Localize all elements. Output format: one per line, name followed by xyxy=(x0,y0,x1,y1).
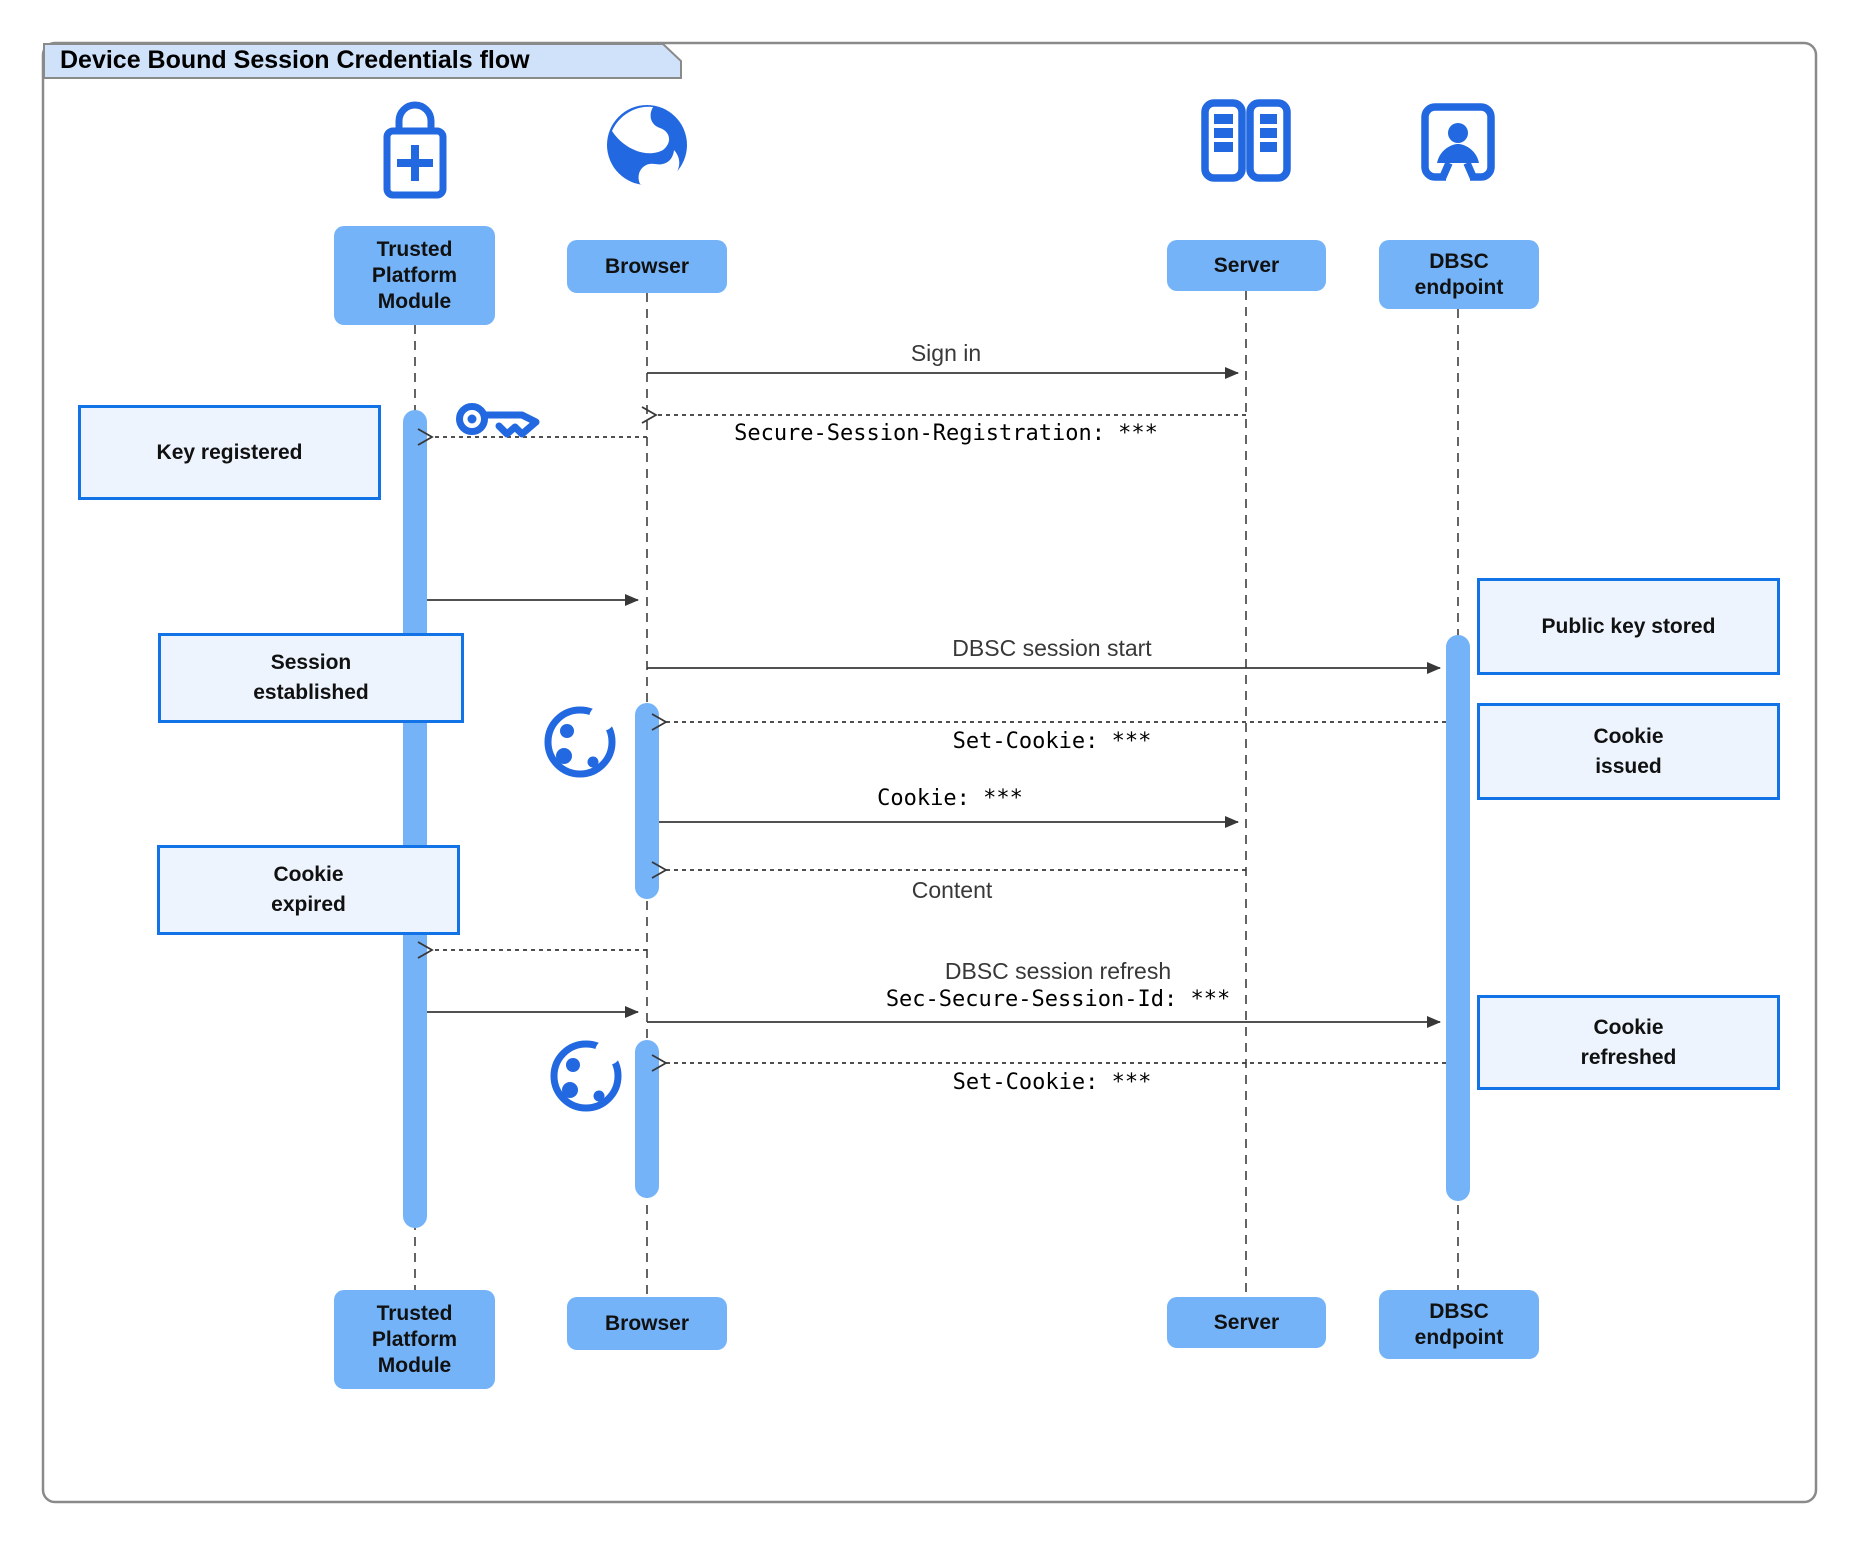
doorway-person-icon xyxy=(1421,103,1495,182)
participant-server-bottom: Server xyxy=(1167,1297,1326,1348)
diagram-title: Device Bound Session Credentials flow xyxy=(60,46,530,74)
note-session-established: Session established xyxy=(158,633,464,723)
activation-browser-2 xyxy=(635,1040,659,1198)
participant-tpm-bottom: Trusted Platform Module xyxy=(334,1290,495,1389)
msg-set-cookie-label-2: Set-Cookie: *** xyxy=(952,1070,1152,1095)
note-key-registered: Key registered xyxy=(78,405,381,500)
key-icon xyxy=(456,403,540,438)
diagram-frame xyxy=(41,41,1818,1504)
activation-bars xyxy=(403,410,1470,1228)
cookie-icon-2 xyxy=(550,1039,622,1112)
participant-dbsc-bottom: DBSC endpoint xyxy=(1379,1290,1539,1359)
msg-session-id-label: Sec-Secure-Session-Id: *** xyxy=(885,987,1231,1012)
msg-sign-in-label: Sign in xyxy=(910,340,982,366)
note-cookie-issued: Cookie issued xyxy=(1477,703,1780,800)
activation-dbsc xyxy=(1446,635,1470,1201)
msg-session-refresh-label: DBSC session refresh xyxy=(944,958,1172,984)
note-cookie-expired: Cookie expired xyxy=(157,845,460,935)
participant-tpm-top: Trusted Platform Module xyxy=(334,226,495,325)
message-arrows xyxy=(417,367,1446,1072)
participant-browser-top: Browser xyxy=(567,240,727,293)
msg-session-start-label: DBSC session start xyxy=(952,635,1152,661)
msg-content-label: Content xyxy=(911,877,993,903)
note-public-key-stored: Public key stored xyxy=(1477,578,1780,675)
msg-cookie-label: Cookie: *** xyxy=(877,786,1023,811)
msg-set-cookie-label-1: Set-Cookie: *** xyxy=(952,729,1152,754)
title-tab-shape xyxy=(43,43,682,79)
cookie-icon-1 xyxy=(544,705,616,778)
note-cookie-refreshed: Cookie refreshed xyxy=(1477,995,1780,1090)
activation-browser-1 xyxy=(635,703,659,899)
participant-dbsc-top: DBSC endpoint xyxy=(1379,240,1539,309)
participant-server-top: Server xyxy=(1167,240,1326,291)
server-rack-icon xyxy=(1201,99,1291,182)
lock-plus-icon xyxy=(383,101,447,199)
globe-icon xyxy=(607,105,687,187)
activation-tpm xyxy=(403,410,427,1228)
participant-browser-bottom: Browser xyxy=(567,1297,727,1350)
msg-registration-label: Secure-Session-Registration: *** xyxy=(734,421,1158,446)
